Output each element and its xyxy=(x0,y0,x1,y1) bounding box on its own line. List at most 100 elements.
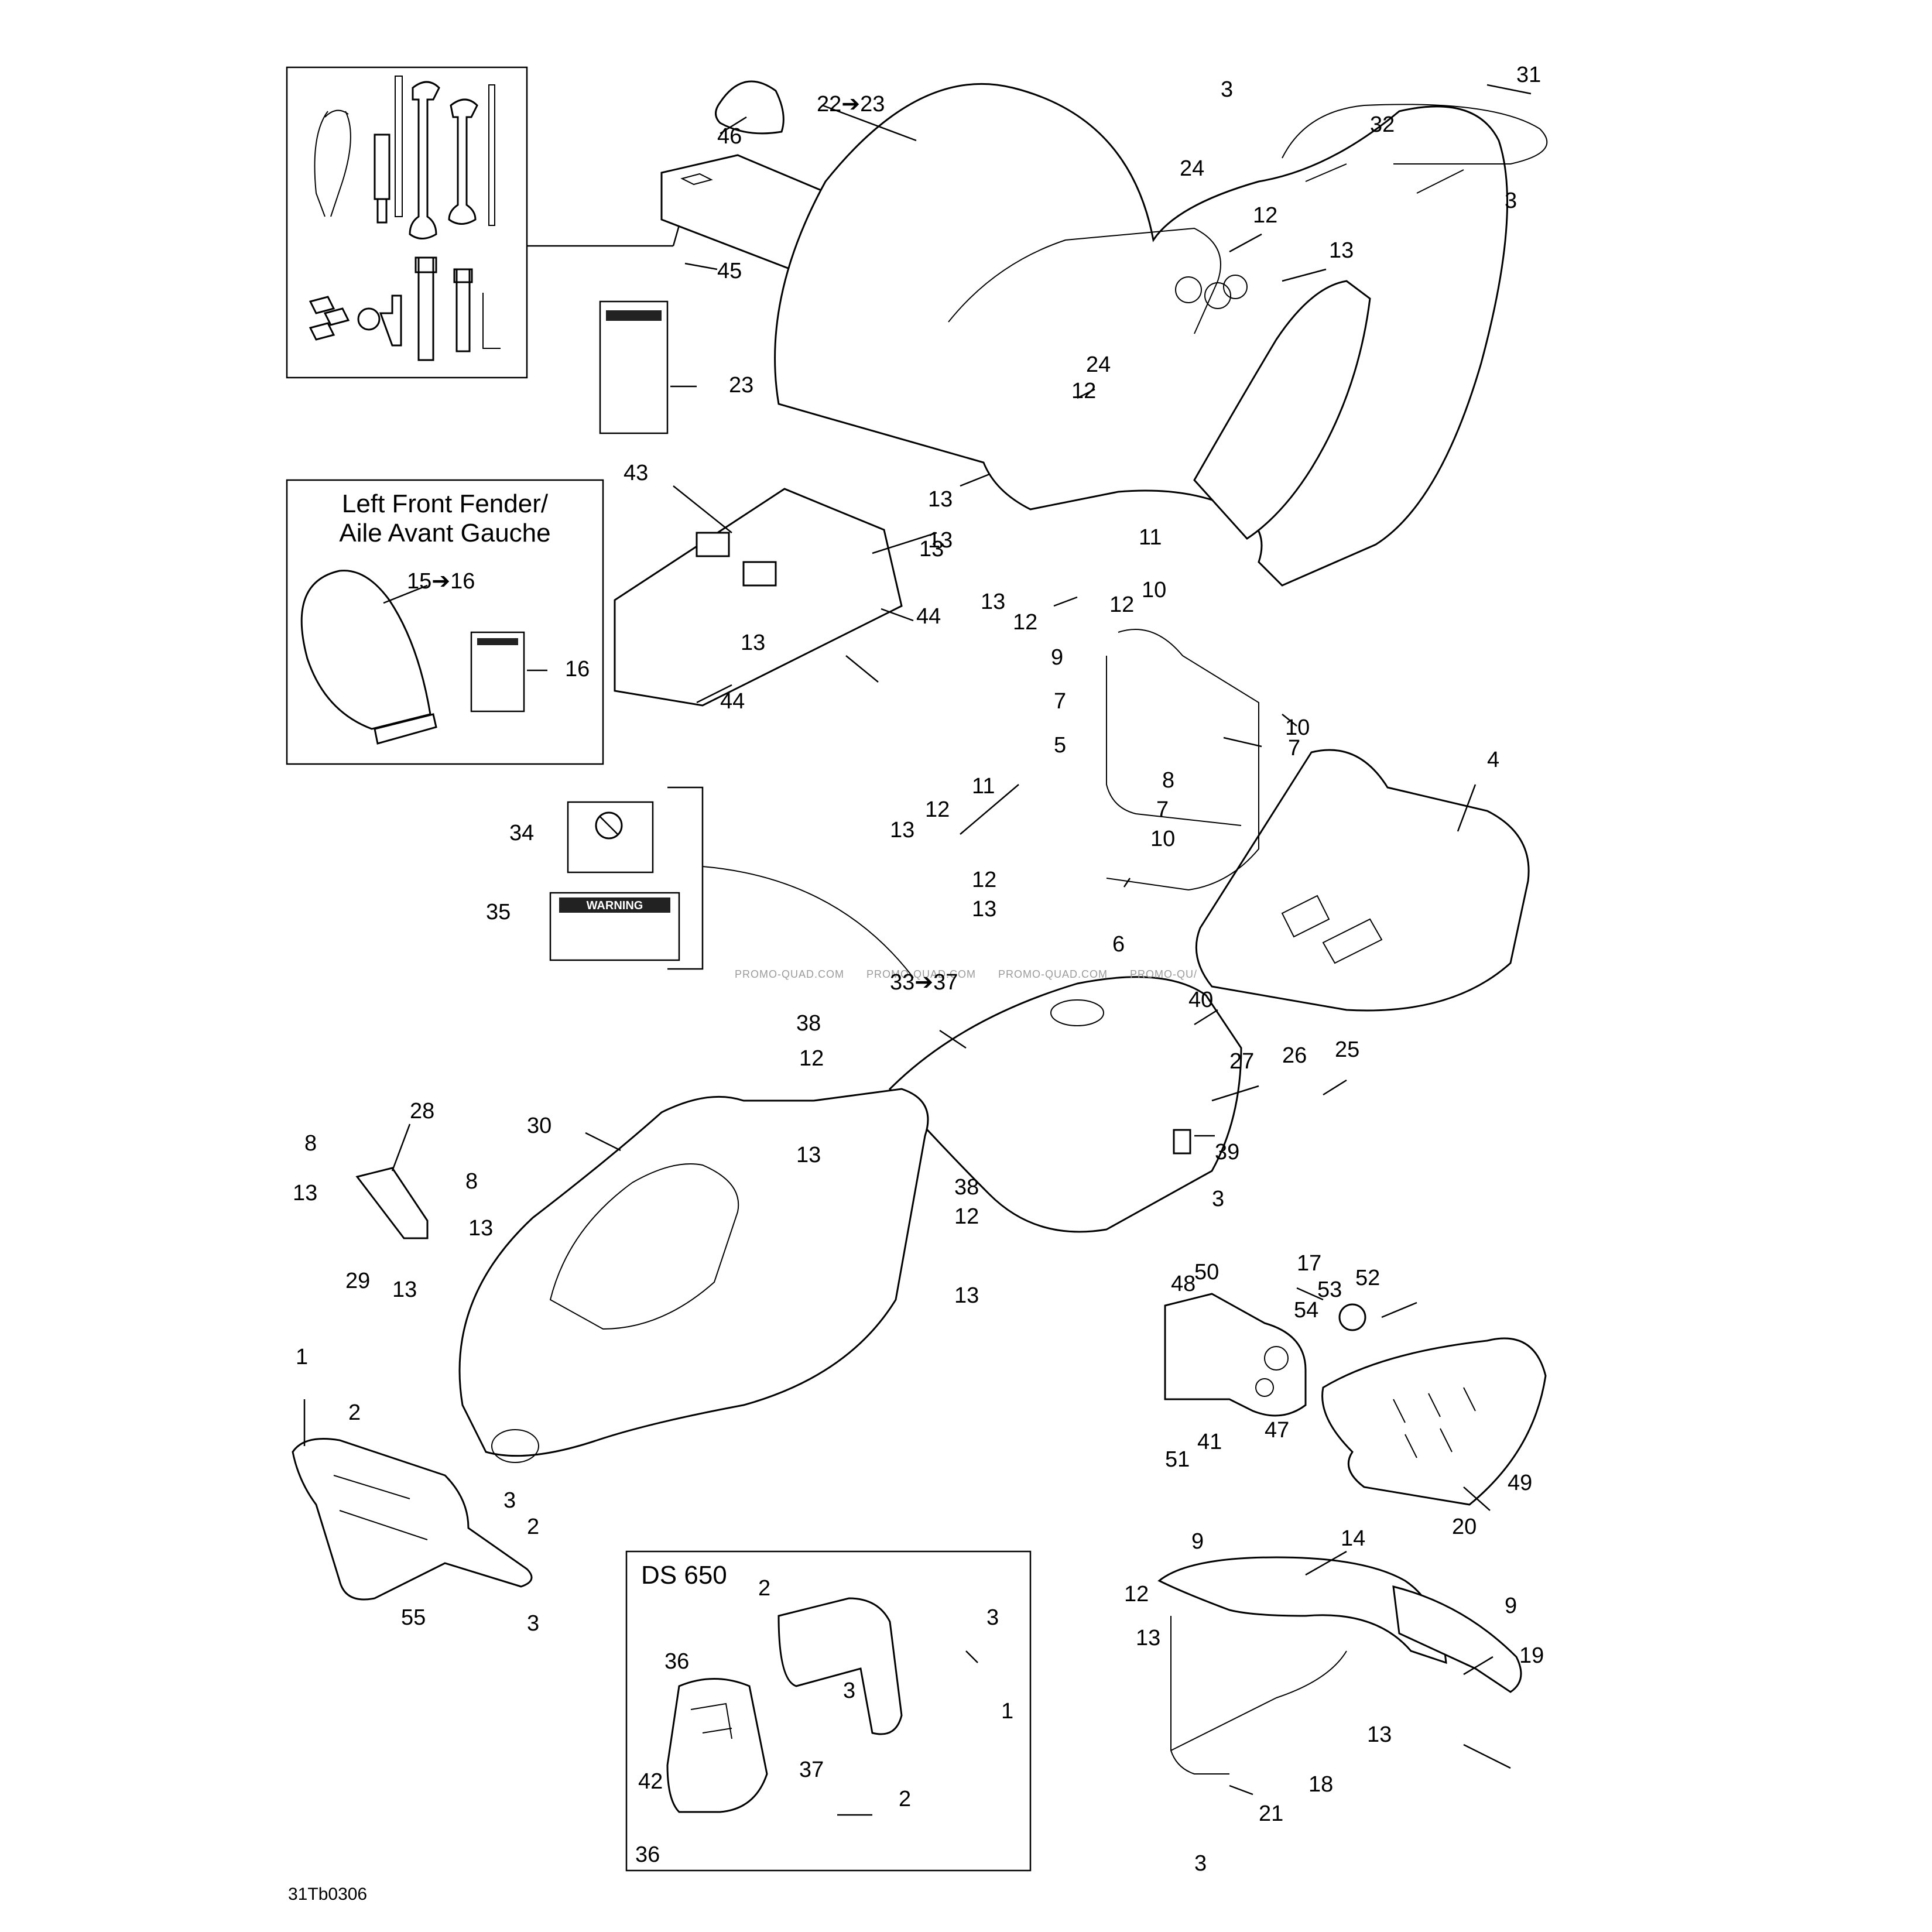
seat-30 xyxy=(458,1088,929,1457)
callout: 36 xyxy=(664,1649,689,1674)
fender-support-18 xyxy=(1170,1616,1347,1775)
warning-decal-23 xyxy=(599,300,669,434)
callout: 12 xyxy=(954,1204,979,1229)
callout: 23 xyxy=(729,373,753,398)
callout: 21 xyxy=(1259,1801,1283,1826)
callout: 13 xyxy=(928,528,953,553)
front-bumper-1 xyxy=(292,1438,533,1601)
ds650-title: DS 650 xyxy=(641,1561,727,1590)
seat-cover-46 xyxy=(715,80,785,135)
callout: 2 xyxy=(899,1787,911,1811)
callout: 12 xyxy=(1071,379,1096,403)
callout: 16 xyxy=(565,657,590,681)
callout: 10 xyxy=(1142,578,1166,602)
callout: 32 xyxy=(1370,112,1395,137)
rear-rack-31 xyxy=(1282,104,1548,165)
grille-cover-49 xyxy=(1321,1337,1547,1506)
callout: 1 xyxy=(296,1345,308,1369)
callout: 13 xyxy=(1136,1626,1160,1650)
callout: 19 xyxy=(1519,1643,1544,1668)
callout: 13 xyxy=(1367,1722,1392,1747)
ds650-skid-plate xyxy=(666,1678,768,1813)
hex-key-icon xyxy=(482,293,501,349)
callout: 3 xyxy=(503,1488,516,1513)
callout: 27 xyxy=(1229,1049,1254,1074)
svg-text:PROMO-QUAD.COM: PROMO-QUAD.COM xyxy=(998,968,1108,980)
callout: 51 xyxy=(1165,1447,1190,1472)
callout: 35 xyxy=(486,900,511,924)
rear-fender-22 xyxy=(774,83,1509,587)
under-tray-43 xyxy=(614,488,903,707)
figure-code: 31Tb0306 xyxy=(288,1885,367,1904)
callout: 3 xyxy=(1221,77,1233,102)
callout: 25 xyxy=(1335,1037,1359,1062)
callout: 53 xyxy=(1317,1277,1342,1302)
callout: 10 xyxy=(1150,827,1175,851)
callout: 12 xyxy=(799,1046,824,1071)
leader-lines xyxy=(303,84,1532,1816)
tool-kit-inset xyxy=(286,66,680,379)
callout: 8 xyxy=(304,1131,317,1156)
callout: 13 xyxy=(392,1277,417,1302)
callout: 12 xyxy=(1253,203,1277,228)
callout: 33➔37 xyxy=(890,970,958,995)
bracket-28 xyxy=(355,1167,429,1239)
callout: 28 xyxy=(410,1099,434,1123)
socket-wrench-small-icon xyxy=(453,268,473,352)
callout: 18 xyxy=(1308,1772,1333,1797)
callout: 40 xyxy=(1188,988,1213,1012)
callout: 15➔16 xyxy=(407,569,475,594)
fuel-tank-33 xyxy=(888,976,1242,1233)
callout: 38 xyxy=(954,1175,979,1200)
callout: 55 xyxy=(401,1605,426,1630)
callout: 13 xyxy=(741,631,765,655)
callout: 7 xyxy=(1054,689,1066,714)
callout: 30 xyxy=(527,1114,551,1138)
callout: 5 xyxy=(1054,733,1066,758)
mud-flap-19 xyxy=(1392,1585,1522,1693)
callout: 9 xyxy=(1191,1529,1204,1554)
pliers-icon xyxy=(314,109,351,217)
callout: 3 xyxy=(986,1605,999,1630)
callout: 11 xyxy=(972,774,995,799)
callout: 8 xyxy=(1162,768,1174,793)
callout: 39 xyxy=(1215,1140,1239,1164)
fender-decal-16 xyxy=(470,631,525,712)
socket-wrench-icon xyxy=(415,256,437,361)
svg-text:PROMO-QU/: PROMO-QU/ xyxy=(1130,968,1197,980)
callout: 13 xyxy=(981,590,1005,614)
callout: 44 xyxy=(916,604,941,629)
callout: 3 xyxy=(843,1678,855,1703)
callout: 24 xyxy=(1180,156,1204,181)
callout: 14 xyxy=(1341,1526,1365,1551)
callout: 11 xyxy=(1139,525,1162,550)
callout: 13 xyxy=(796,1143,821,1167)
callout: 7 xyxy=(1288,736,1300,761)
callout: 29 xyxy=(345,1269,370,1293)
callout: 17 xyxy=(1297,1251,1321,1276)
wrench-icon xyxy=(409,81,440,239)
callout: 46 xyxy=(717,124,742,149)
inset-title-line1: Left Front Fender/ xyxy=(342,489,549,518)
pry-bar-icon xyxy=(395,76,403,217)
callout: 13 xyxy=(890,818,914,842)
callout: 3 xyxy=(1194,1851,1207,1876)
callout: 3 xyxy=(1212,1187,1224,1211)
callout: 20 xyxy=(1452,1515,1477,1539)
callout: 12 xyxy=(972,868,996,892)
callout: 43 xyxy=(624,461,648,485)
callout: 10 xyxy=(1285,715,1310,740)
callout: 3 xyxy=(527,1611,539,1636)
callout: 13 xyxy=(928,487,953,512)
fuse-icon xyxy=(309,296,350,341)
callout: 38 xyxy=(796,1011,821,1036)
callout: 3 xyxy=(1505,189,1517,213)
callout: 52 xyxy=(1355,1266,1380,1290)
callout: 1 xyxy=(1001,1699,1013,1724)
callout: 12 xyxy=(1013,610,1037,635)
rear-fender-right-side xyxy=(1193,280,1371,540)
ds650-front-bumper xyxy=(777,1597,903,1735)
callout: 13 xyxy=(954,1283,979,1308)
callout-labels: 46 22➔23 45 23 3 31 32 24 3 12 13 24 12 … xyxy=(293,63,1544,1876)
